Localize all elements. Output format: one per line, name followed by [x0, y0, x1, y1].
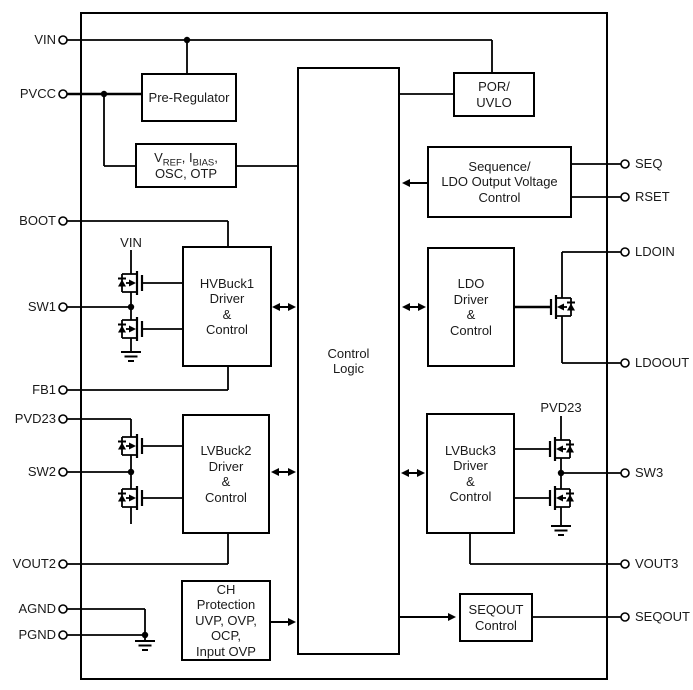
- block-ch-protection: CH Protection UVP, OVP, OCP, Input OVP: [181, 580, 271, 661]
- block-line: LDO: [457, 276, 485, 291]
- pin-label-pgnd: PGND: [18, 627, 56, 642]
- mosfet-hvbuck1-low: [116, 310, 144, 348]
- pin-label-fb1: FB1: [32, 382, 56, 397]
- block-line: Driver: [453, 458, 488, 473]
- block-line: Protection: [196, 597, 256, 613]
- block-pre-regulator: Pre-Regulator: [141, 73, 237, 122]
- block-line: POR/: [478, 79, 510, 94]
- block-lvbuck3: LVBuck3 Driver & Control: [426, 413, 515, 534]
- mosfet-lvbuck2-high: [116, 427, 144, 465]
- block-ldo-driver: LDO Driver & Control: [427, 247, 515, 367]
- block-line: Control: [205, 489, 247, 505]
- block-line: &: [222, 306, 232, 322]
- block-control-logic: Control Logic: [297, 67, 400, 655]
- block-sequence-ldo-control: Sequence/ LDO Output Voltage Control: [427, 146, 572, 218]
- rail-label-vin: VIN: [120, 235, 142, 250]
- pin-label-ldoout: LDOOUT: [635, 355, 690, 370]
- block-line: Control: [327, 345, 370, 361]
- junction-dots: [100, 36, 565, 639]
- mosfet-lvbuck3-high: [548, 430, 576, 468]
- block-line: Logic: [332, 361, 365, 376]
- ground-symbol: [134, 640, 156, 651]
- pin-label-agnd: AGND: [18, 601, 56, 616]
- pin-label-ldoin: LDOIN: [635, 244, 675, 259]
- block-line: LVBuck2: [200, 443, 252, 458]
- mosfet-hvbuck1-high: [116, 264, 144, 302]
- block-line: SEQOUT: [468, 602, 524, 617]
- block-line: CH: [216, 581, 236, 597]
- block-por-uvlo: POR/ UVLO: [453, 72, 535, 117]
- block-line: &: [221, 474, 231, 489]
- pin-label-vin: VIN: [34, 32, 56, 47]
- signal-wires: [67, 39, 621, 641]
- block-line: &: [466, 473, 475, 489]
- pin-label-sw3: SW3: [635, 465, 664, 480]
- block-line: Input OVP: [196, 643, 256, 659]
- block-line: Control: [478, 189, 521, 205]
- block-line: &: [466, 307, 476, 322]
- block-line: LVBuck3: [444, 442, 497, 458]
- block-line: UVLO: [476, 94, 512, 110]
- rail-label-pvd23: PVD23: [540, 400, 582, 415]
- block-line: Pre-Regulator: [148, 89, 230, 105]
- pin-label-sw2: SW2: [27, 464, 56, 479]
- bus-arrows: [271, 179, 456, 626]
- ground-symbol: [120, 351, 142, 362]
- pin-terminals: [58, 35, 630, 640]
- block-line: Driver: [209, 291, 245, 306]
- mosfet-lvbuck2-low: [116, 479, 144, 517]
- mosfet-ldo-pass: [549, 288, 577, 326]
- pin-label-vout2: VOUT2: [12, 556, 56, 571]
- block-line: Control: [206, 322, 248, 337]
- pin-label-sw1: SW1: [27, 299, 56, 314]
- pin-label-seqout: SEQOUT: [635, 609, 690, 624]
- block-line: LDO Output Voltage: [441, 174, 558, 190]
- pin-label-vout3: VOUT3: [635, 556, 679, 571]
- block-line: Driver: [453, 291, 489, 307]
- pin-label-pvd23: PVD23: [14, 411, 56, 426]
- block-line: VREF, IBIAS,: [154, 150, 218, 169]
- block-line: Control: [449, 489, 492, 504]
- block-vref-ibias-osc-otp: VREF, IBIAS, OSC, OTP: [135, 143, 237, 188]
- pin-label-rset: RSET: [635, 189, 670, 204]
- pin-label-boot: BOOT: [19, 213, 56, 228]
- block-line: OCP,: [210, 628, 242, 644]
- block-line: OSC, OTP: [154, 165, 218, 181]
- block-line: UVP, OVP,: [195, 612, 257, 628]
- pin-label-pvcc: PVCC: [19, 86, 56, 101]
- block-line: Driver: [208, 458, 244, 474]
- ground-symbol: [550, 525, 572, 536]
- block-line: Sequence/: [468, 158, 531, 174]
- block-hvbuck1: HVBuck1 Driver & Control: [182, 246, 272, 367]
- block-seqout-control: SEQOUT Control: [459, 593, 533, 642]
- block-line: Control: [450, 322, 492, 338]
- ic-boundary: [80, 12, 608, 680]
- pin-label-seq: SEQ: [635, 156, 663, 171]
- block-line: HVBuck1: [199, 275, 255, 291]
- mosfet-lvbuck3-low: [548, 479, 576, 517]
- block-lvbuck2: LVBuck2 Driver & Control: [182, 414, 270, 534]
- block-line: Control: [475, 617, 517, 633]
